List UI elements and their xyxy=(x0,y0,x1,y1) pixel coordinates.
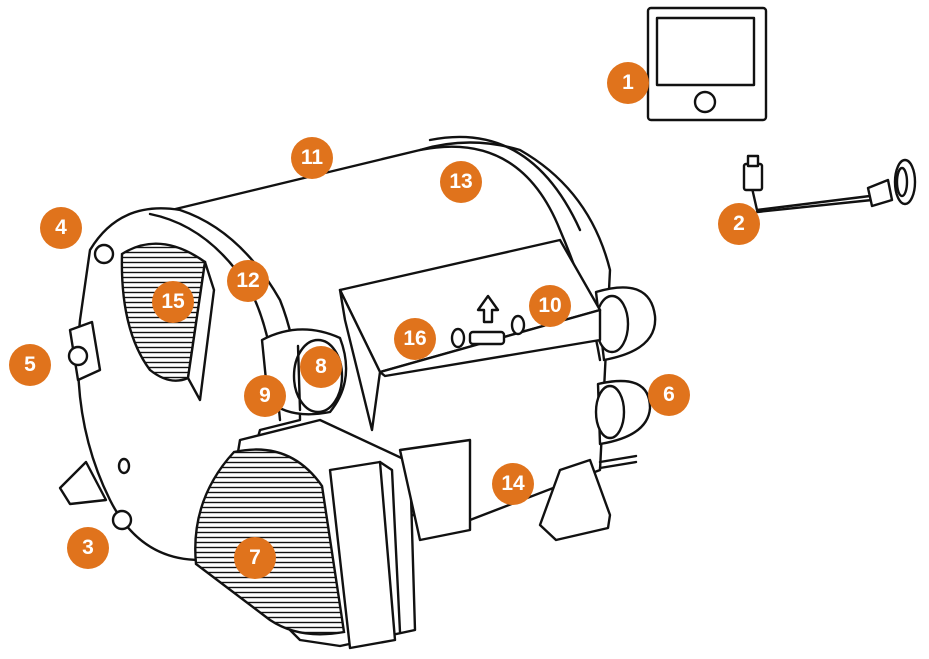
control-cable xyxy=(744,156,915,212)
callout-4: 4 xyxy=(40,207,82,249)
callout-3: 3 xyxy=(67,527,109,569)
callout-11: 11 xyxy=(291,137,333,179)
callout-2: 2 xyxy=(718,203,760,245)
callout-12: 12 xyxy=(227,260,269,302)
callout-16: 16 xyxy=(394,318,436,360)
control-panel xyxy=(648,8,766,120)
callout-10: 10 xyxy=(529,285,571,327)
callout-15: 15 xyxy=(152,281,194,323)
callout-13: 13 xyxy=(440,161,482,203)
callout-1: 1 xyxy=(607,62,649,104)
lower-grille-assembly xyxy=(195,420,470,648)
callout-6: 6 xyxy=(648,374,690,416)
callout-7: 7 xyxy=(234,537,276,579)
callout-9: 9 xyxy=(244,375,286,417)
callout-14: 14 xyxy=(492,463,534,505)
callout-8: 8 xyxy=(300,346,342,388)
callout-5: 5 xyxy=(9,344,51,386)
